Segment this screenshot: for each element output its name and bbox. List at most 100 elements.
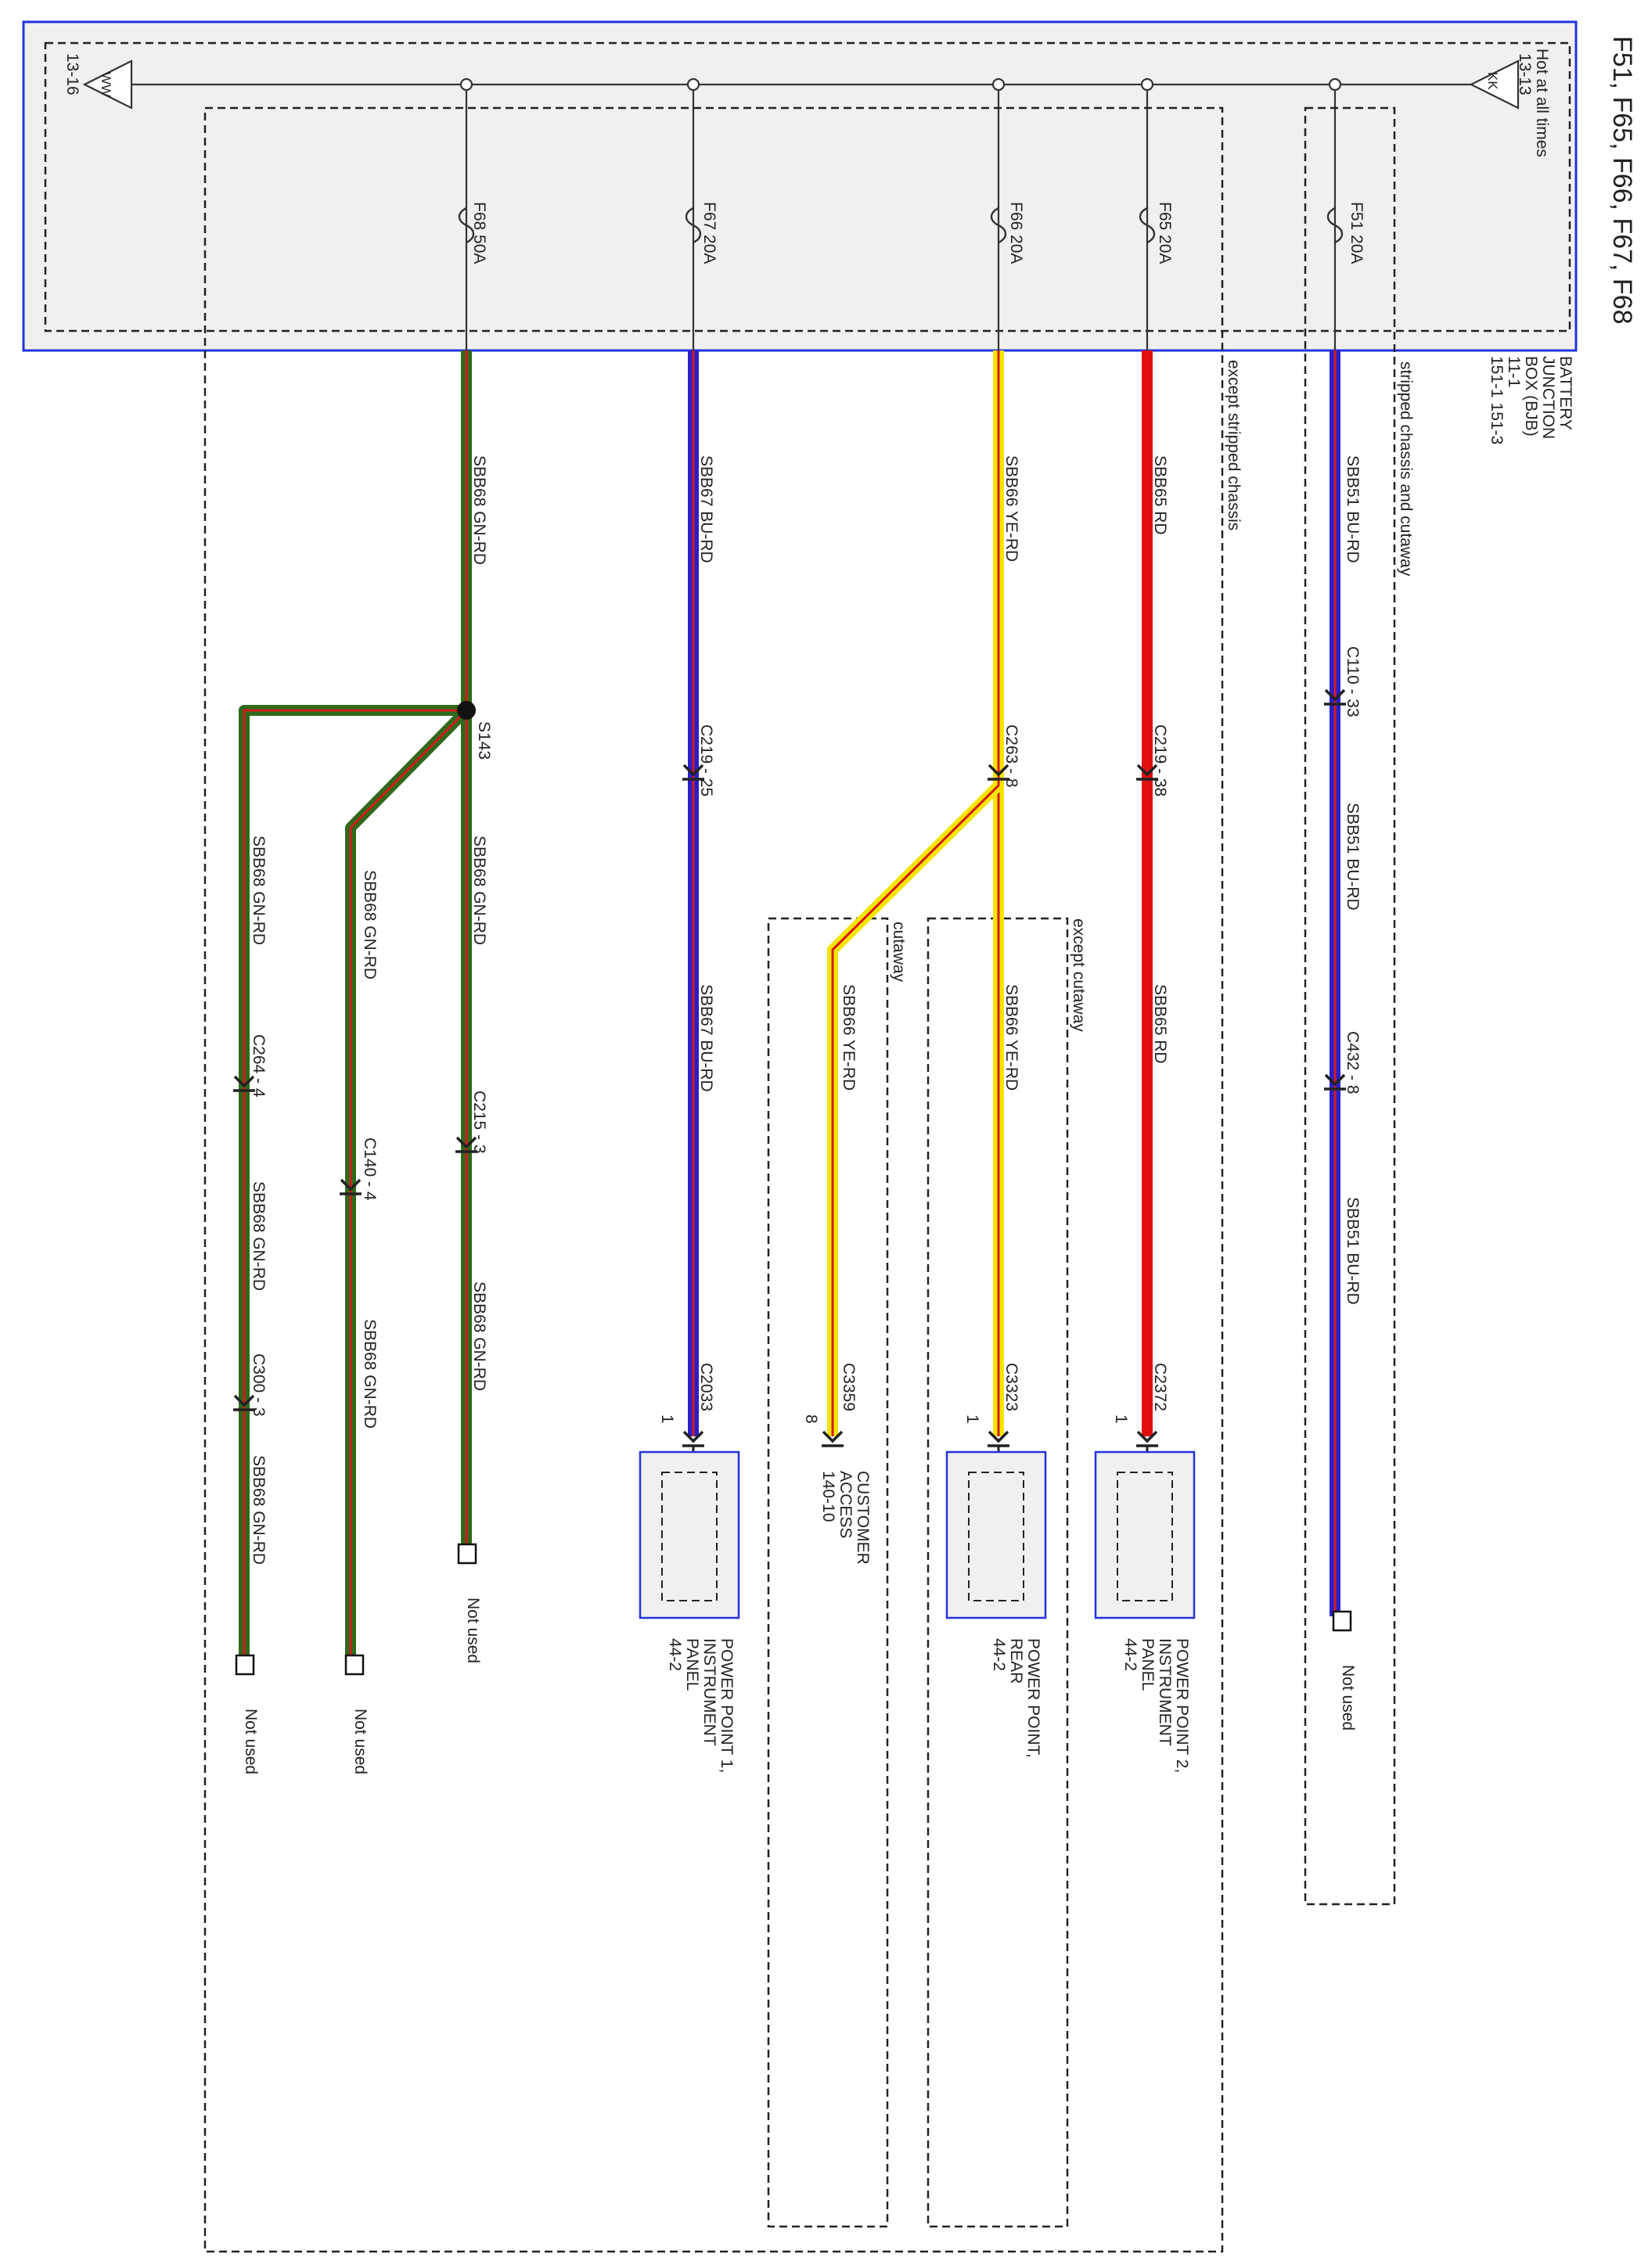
svg-text:KK: KK: [1485, 72, 1500, 90]
connector-c2372-label: C2372: [1151, 1363, 1169, 1411]
wires: [239, 350, 1340, 1660]
connector-c110-label: C110 - 33: [1344, 646, 1362, 717]
fuse-f67-label: F67 20A: [700, 202, 718, 264]
page-title: F51, F65, F66, F67, F68: [1607, 36, 1637, 325]
wire-label-sbb65-2: SBB65 RD: [1151, 984, 1169, 1064]
svg-text:BOX (BJB): BOX (BJB): [1522, 356, 1540, 437]
fuse-drops: [458, 77, 1344, 350]
power-point-2-component: [1094, 1450, 1196, 1619]
region-label-except-cutaway: except cutaway: [1070, 918, 1088, 1032]
not-used-label-sbb51: Not used: [1339, 1665, 1357, 1731]
not-used-terminal-sbb51: [1332, 1610, 1352, 1632]
wire-label-sbb66-1: SBB66 YE-RD: [1002, 455, 1020, 562]
svg-text:PANEL: PANEL: [683, 1638, 701, 1691]
svg-text:INSTRUMENT: INSTRUMENT: [1156, 1638, 1174, 1746]
connector-c215-label: C215 - 3: [470, 1091, 488, 1154]
connector-c263-label: C263 - 8: [1002, 724, 1020, 788]
bjb-label: BATTERY JUNCTION BOX (BJB) 11-1 151-1 15…: [1488, 356, 1574, 444]
splice-s143-label: S143: [475, 721, 493, 760]
wire-label-sbb68-3: SBB68 GN-RD: [470, 1281, 488, 1391]
customer-access-label: CUSTOMER ACCESS 140-10: [819, 1471, 872, 1565]
ref-ww: 13-16: [63, 53, 81, 95]
svg-text:11-1: 11-1: [1505, 356, 1523, 387]
power-point-rear-component: [945, 1450, 1047, 1619]
pin-1-c2033: 1: [658, 1414, 676, 1424]
wire-label-sbb66-2: SBB66 YE-RD: [1002, 984, 1020, 1091]
bus-node-f66: [991, 77, 1006, 92]
power-point-1-component: [639, 1450, 740, 1619]
connector-c3359-label: C3359: [840, 1363, 858, 1411]
pin-8-c3359: 8: [802, 1414, 820, 1424]
triangle-ww-icon: WW: [82, 59, 133, 110]
bus-node-f65: [1140, 77, 1154, 92]
wire-label-sbb68-6: SBB68 GN-RD: [250, 836, 268, 945]
wire-label-sbb67-1: SBB67 BU-RD: [697, 455, 715, 563]
hot-at-all-times-label: Hot at all times: [1533, 49, 1551, 157]
svg-text:44-2: 44-2: [1121, 1638, 1139, 1671]
pin-1-c3323: 1: [963, 1414, 981, 1424]
connector-c300-label: C300 - 3: [250, 1353, 268, 1417]
region-label-cutaway: cutaway: [890, 922, 908, 983]
fuse-f68-label: F68 50A: [470, 202, 488, 264]
power-point-2-label: POWER POINT 2, INSTRUMENT PANEL 44-2: [1121, 1638, 1191, 1773]
connector-c264-label: C264 - 4: [250, 1034, 268, 1098]
bus-node-f51: [1328, 77, 1342, 92]
inline-connectors: [232, 688, 1348, 1454]
connector-c432-label: C432 - 8: [1344, 1031, 1362, 1094]
svg-text:PANEL: PANEL: [1139, 1638, 1157, 1691]
not-used-label-sbb68-a: Not used: [464, 1598, 482, 1663]
fuse-f51-label: F51 20A: [1348, 202, 1366, 264]
splice-s143: [457, 701, 476, 720]
connector-c219-38-label: C219 - 38: [1151, 724, 1169, 796]
power-point-1-label: POWER POINT 1, INSTRUMENT PANEL 44-2: [666, 1638, 736, 1773]
wire-sbb68-branch-b-stripe: [243, 709, 466, 1660]
power-point-rear-label: POWER POINT, REAR 44-2: [990, 1638, 1042, 1758]
wire-label-sbb68-5: SBB68 GN-RD: [361, 1319, 379, 1429]
fuse-f66-label: F66 20A: [1007, 202, 1025, 264]
not-used-label-sbb68-c: Not used: [242, 1709, 260, 1774]
ref-kk: 13-13: [1516, 53, 1534, 95]
svg-text:140-10: 140-10: [819, 1471, 837, 1522]
wire-label-sbb68-2: SBB68 GN-RD: [470, 836, 488, 945]
battery-junction-box: [22, 20, 1578, 352]
connector-c140-label: C140 - 4: [361, 1138, 379, 1201]
wire-label-sbb51-1: SBB51 BU-RD: [1344, 455, 1362, 563]
wire-sbb68-branch-a-stripe: [349, 709, 468, 1660]
wire-sbb66-cutaway-stripe: [831, 784, 1000, 1436]
fuse-f65-label: F65 20A: [1156, 202, 1174, 264]
triangle-kk-icon: KK: [1469, 59, 1520, 110]
wire-label-sbb68-1: SBB68 GN-RD: [470, 455, 488, 565]
svg-text:44-2: 44-2: [666, 1638, 684, 1671]
connector-c3323-label: C3323: [1002, 1363, 1020, 1411]
not-used-terminal-sbb68-b: [344, 1654, 365, 1676]
not-used-terminal-sbb68-c: [235, 1654, 255, 1676]
wire-sbb66-cutaway: [827, 782, 1002, 1436]
region-stripped-cutaway: [1304, 106, 1396, 1906]
wire-label-sbb67-2: SBB67 BU-RD: [697, 984, 715, 1092]
wire-label-sbb51-2: SBB51 BU-RD: [1344, 803, 1362, 911]
wire-label-sbb66-3: SBB66 YE-RD: [840, 984, 858, 1091]
connector-c2033-label: C2033: [697, 1363, 715, 1411]
svg-text:REAR: REAR: [1007, 1638, 1025, 1684]
region-label-except-stripped: except stripped chassis: [1225, 360, 1243, 530]
region-except-stripped: [203, 106, 1224, 2253]
svg-text:POWER POINT 1,: POWER POINT 1,: [718, 1638, 736, 1773]
wire-label-sbb68-7: SBB68 GN-RD: [250, 1181, 268, 1291]
svg-text:POWER POINT 2,: POWER POINT 2,: [1173, 1638, 1191, 1773]
svg-text:ACCESS: ACCESS: [837, 1471, 855, 1538]
svg-text:INSTRUMENT: INSTRUMENT: [700, 1638, 718, 1746]
svg-text:WW: WW: [99, 72, 113, 97]
svg-text:151-1 151-3: 151-1 151-3: [1488, 356, 1506, 444]
wire-label-sbb65-1: SBB65 RD: [1151, 455, 1169, 535]
bus-node-f68: [459, 77, 473, 92]
wire-label-sbb68-4: SBB68 GN-RD: [361, 870, 379, 979]
svg-text:44-2: 44-2: [990, 1638, 1008, 1671]
not-used-label-sbb68-b: Not used: [351, 1709, 369, 1774]
not-used-terminal-sbb68-a: [457, 1543, 477, 1565]
svg-text:POWER POINT,: POWER POINT,: [1024, 1638, 1042, 1758]
svg-text:JUNCTION: JUNCTION: [1539, 356, 1557, 439]
region-label-stripped: stripped chassis and cutaway: [1397, 361, 1415, 577]
connector-c219-25-label: C219 - 25: [697, 724, 715, 796]
wire-label-sbb68-8: SBB68 GN-RD: [250, 1455, 268, 1565]
